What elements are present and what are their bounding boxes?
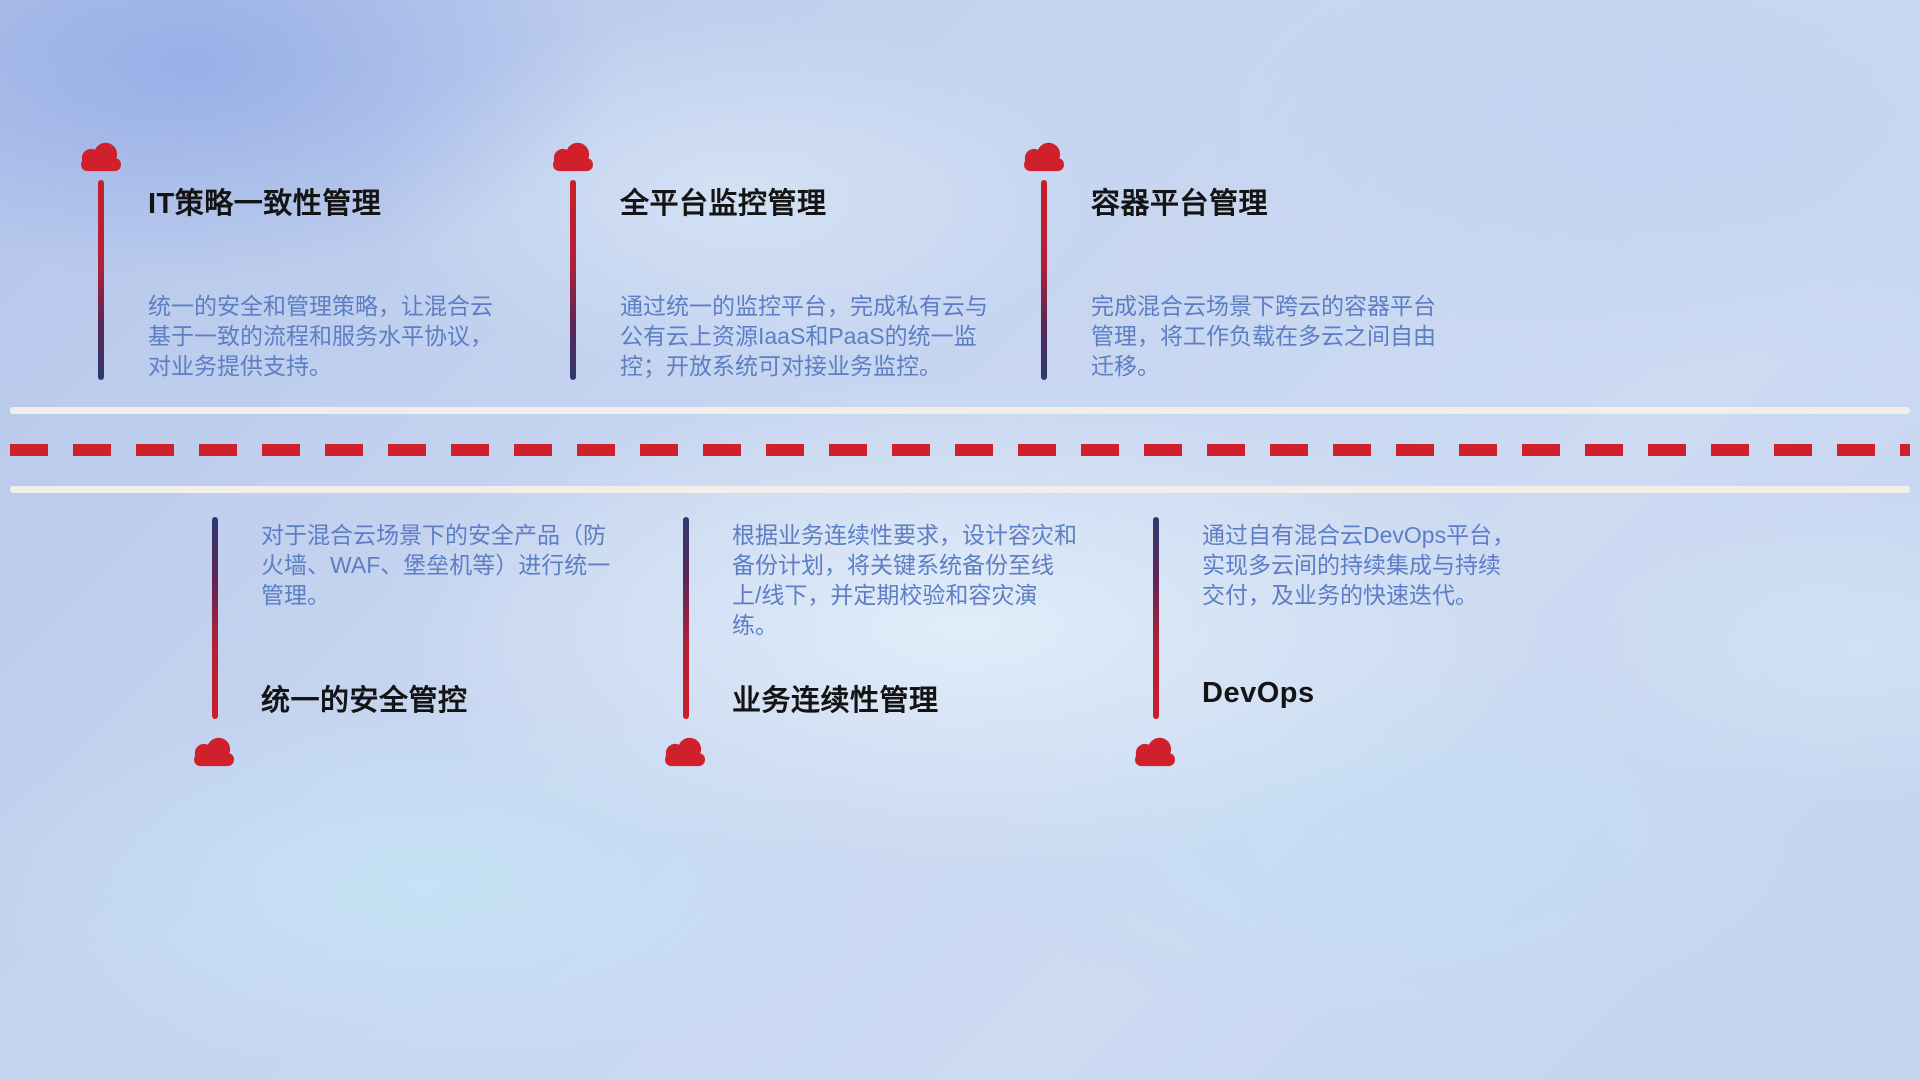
- feature-description: 通过统一的监控平台，完成私有云与公有云上资源IaaS和PaaS的统一监控；开放系…: [620, 293, 988, 379]
- feature-title: 全平台监控管理: [620, 188, 827, 220]
- feature-title: DevOps: [1202, 677, 1315, 709]
- feature-description: 完成混合云场景下跨云的容器平台管理，将工作负载在多云之间自由迁移。: [1091, 293, 1436, 379]
- cloud-icon: [78, 138, 124, 172]
- connector-line: [212, 517, 218, 719]
- connector-line: [683, 517, 689, 719]
- feature-title: 业务连续性管理: [732, 685, 939, 717]
- connector-line: [1041, 180, 1047, 380]
- connector-line: [570, 180, 576, 380]
- road-dashed-centerline: [10, 444, 1910, 456]
- connector-line: [1153, 517, 1159, 719]
- cloud-icon: [1132, 733, 1178, 767]
- feature-description: 对于混合云场景下的安全产品（防火墙、WAF、堡垒机等）进行统一管理。: [261, 522, 611, 608]
- feature-description: 通过自有混合云DevOps平台，实现多云间的持续集成与持续交付，及业务的快速迭代…: [1202, 522, 1516, 608]
- cloud-icon: [191, 733, 237, 767]
- cloud-icon: [550, 138, 596, 172]
- feature-description: 根据业务连续性要求，设计容灾和备份计划，将关键系统备份至线上/线下，并定期校验和…: [732, 522, 1077, 638]
- cloud-icon: [1021, 138, 1067, 172]
- feature-title: 统一的安全管控: [261, 685, 468, 717]
- feature-title: 容器平台管理: [1091, 188, 1269, 220]
- connector-line: [98, 180, 104, 380]
- cloud-icon: [662, 733, 708, 767]
- feature-description: 统一的安全和管理策略，让混合云基于一致的流程和服务水平协议，对业务提供支持。: [148, 293, 493, 379]
- feature-title: IT策略一致性管理: [148, 188, 382, 220]
- road-line-top: [10, 407, 1910, 414]
- road-line-bottom: [10, 486, 1910, 493]
